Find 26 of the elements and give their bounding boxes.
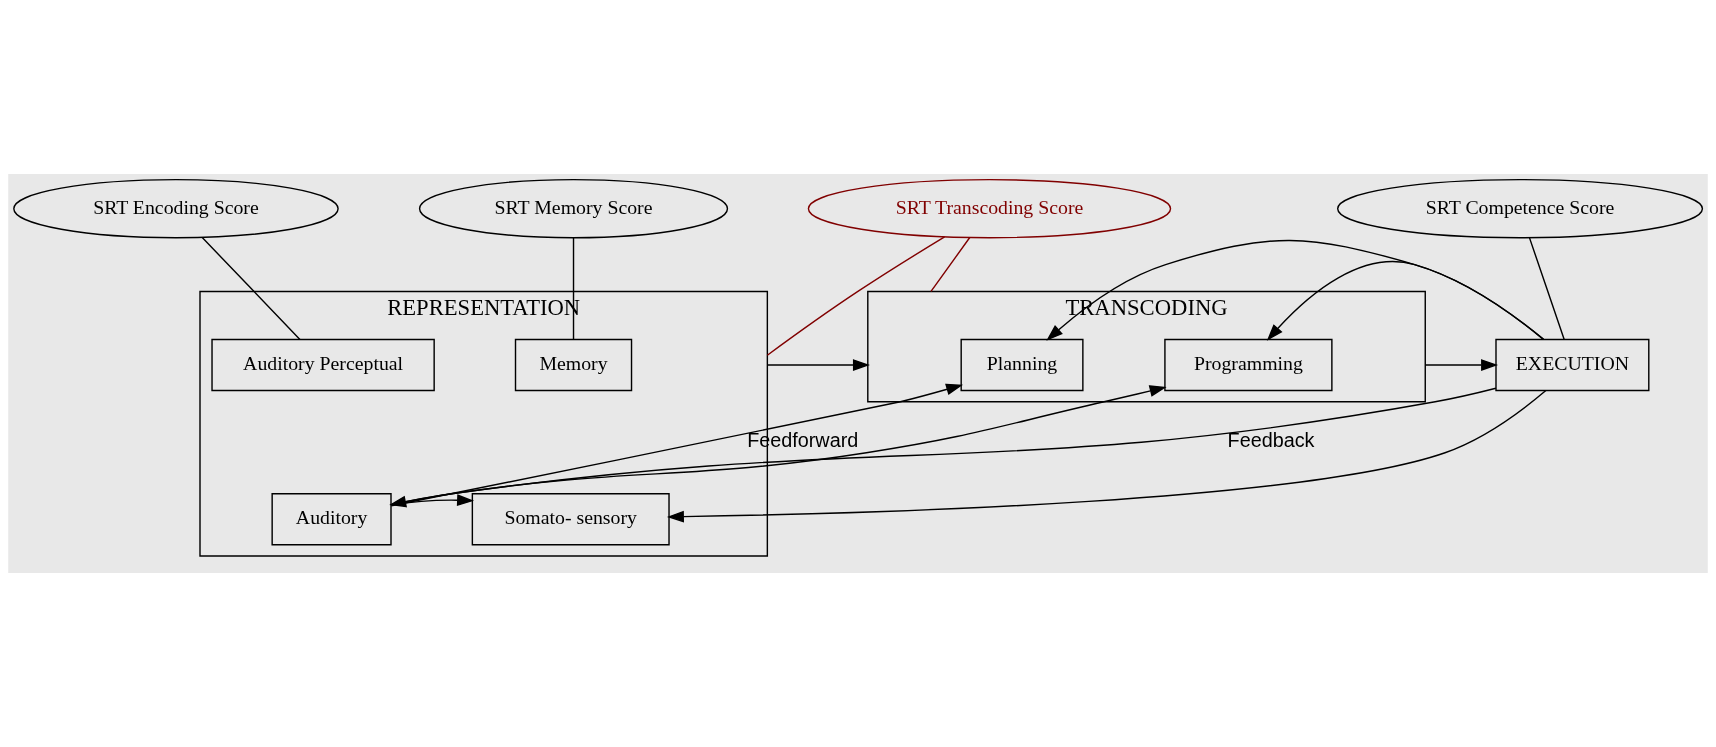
node-ellipse: SRT Memory Score <box>418 178 729 239</box>
arrow <box>389 387 1497 508</box>
node-ellipse: SRT Competence Score <box>1337 178 1704 239</box>
node-box: Auditory <box>271 493 392 546</box>
node-box: Programming <box>1164 338 1333 392</box>
node-ellipse: SRT Encoding Score <box>13 178 339 239</box>
arrow <box>766 359 870 371</box>
arrow <box>390 385 1167 506</box>
arrow <box>666 389 1547 523</box>
node-box: Planning <box>960 338 1084 392</box>
node-box: Auditory Perceptual <box>211 338 435 392</box>
connector <box>1528 237 1565 341</box>
connector <box>766 236 946 356</box>
arrow <box>390 494 475 507</box>
connector <box>930 236 971 293</box>
node-box: Memory <box>514 338 633 392</box>
edge-label: Feedback <box>1227 429 1315 452</box>
arrow <box>390 383 964 507</box>
node-box: Somato- sensory <box>471 493 670 546</box>
connector <box>572 237 575 341</box>
arrow <box>1046 239 1545 341</box>
connector <box>201 236 301 341</box>
node-ellipse: SRT Transcoding Score <box>807 178 1172 239</box>
node-box: EXECUTION <box>1495 338 1650 392</box>
arrow <box>1424 359 1499 371</box>
arrow <box>1266 260 1545 341</box>
